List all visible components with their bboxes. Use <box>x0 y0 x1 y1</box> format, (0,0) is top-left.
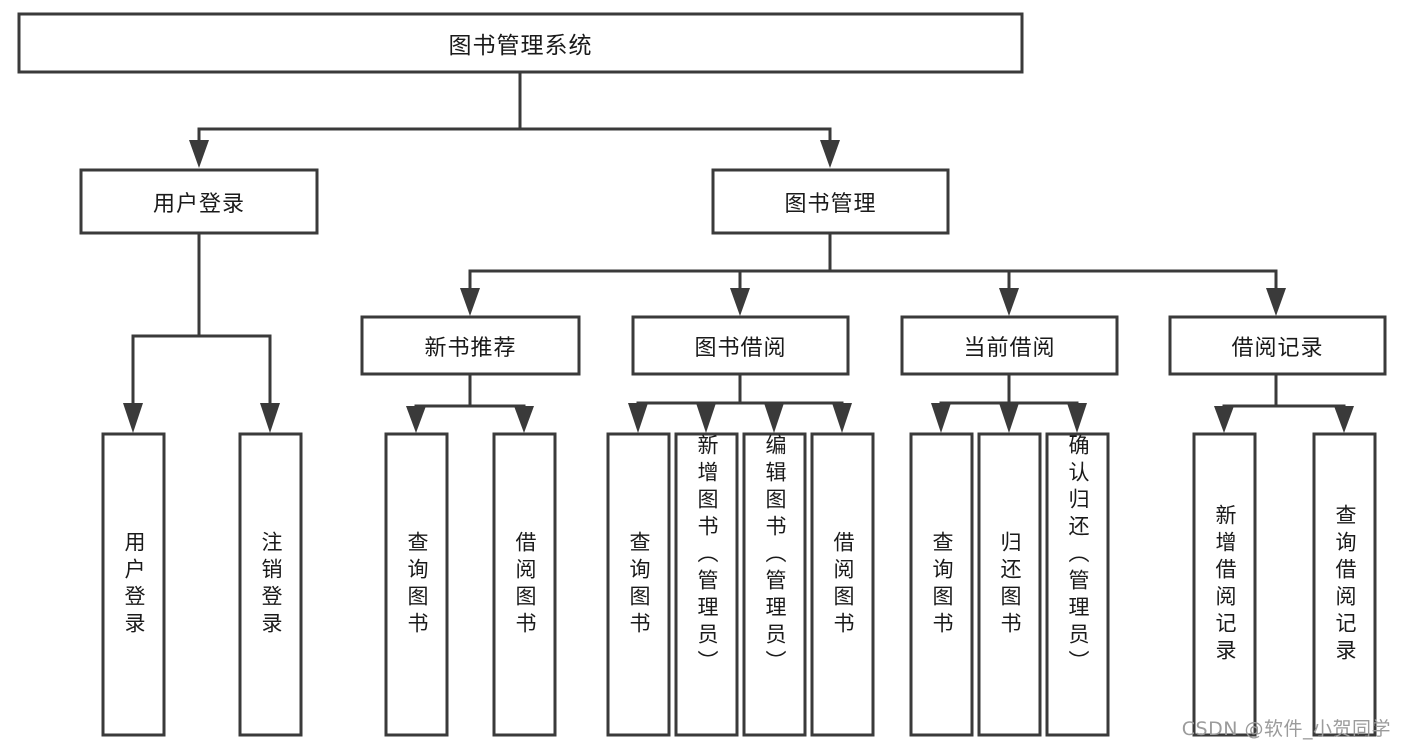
arrowhead-bookborrow-leaf-3 <box>764 403 784 433</box>
node-borrow-record[interactable] <box>1168 315 1387 376</box>
node-leaf-borrow-book-newbook[interactable] <box>492 432 557 737</box>
node-book-management[interactable] <box>711 168 950 235</box>
arrowhead-borrowrecord-leaf-1 <box>1214 406 1234 433</box>
node-user-login[interactable] <box>79 168 319 235</box>
arrowhead-newbook <box>460 288 480 316</box>
node-new-book-recommend[interactable] <box>360 315 581 376</box>
arrowhead-bookborrow-leaf-1 <box>628 403 648 433</box>
node-leaf-borrow-book[interactable] <box>810 432 875 737</box>
arrowhead-currentborrow-leaf-2 <box>999 403 1019 433</box>
node-current-borrow[interactable] <box>900 315 1119 376</box>
node-leaf-query-book-borrow[interactable] <box>606 432 671 737</box>
arrowhead-currentborrow-leaf-1 <box>931 403 951 433</box>
node-leaf-query-borrow-record[interactable] <box>1312 432 1377 737</box>
arrowhead-userlogin-leaf-1 <box>123 403 143 433</box>
arrowhead-group <box>123 140 1354 433</box>
node-book-borrow[interactable] <box>631 315 850 376</box>
arrowhead-newbook-leaf-2 <box>514 406 534 433</box>
arrowhead-bookborrow-leaf-2 <box>696 403 716 433</box>
arrowhead-borrowrecord <box>1266 288 1286 316</box>
node-leaf-query-book-newbook[interactable] <box>384 432 449 737</box>
arrowhead-newbook-leaf-1 <box>406 406 426 433</box>
arrowhead-currentborrow <box>999 288 1019 316</box>
node-leaf-return-book[interactable] <box>977 432 1042 737</box>
node-leaf-query-book-current[interactable] <box>909 432 974 737</box>
node-leaf-user-login[interactable] <box>101 432 166 737</box>
arrowhead-userlogin-leaf-2 <box>260 403 280 433</box>
node-box-group <box>17 12 1387 737</box>
node-root[interactable] <box>17 12 1024 74</box>
arrowhead-bookmgmt <box>820 140 840 168</box>
arrowhead-borrowrecord-leaf-2 <box>1334 406 1354 433</box>
node-leaf-edit-book-admin[interactable] <box>742 432 807 737</box>
node-leaf-add-book-admin[interactable] <box>674 432 739 737</box>
node-leaf-confirm-return-admin[interactable] <box>1045 432 1110 737</box>
arrowhead-bookborrow-leaf-4 <box>832 403 852 433</box>
arrowhead-currentborrow-leaf-3 <box>1067 403 1087 433</box>
arrowhead-bookborrow <box>730 288 750 316</box>
node-leaf-add-borrow-record[interactable] <box>1192 432 1257 737</box>
node-leaf-logout[interactable] <box>238 432 303 737</box>
arrowhead-userlogin <box>189 140 209 168</box>
